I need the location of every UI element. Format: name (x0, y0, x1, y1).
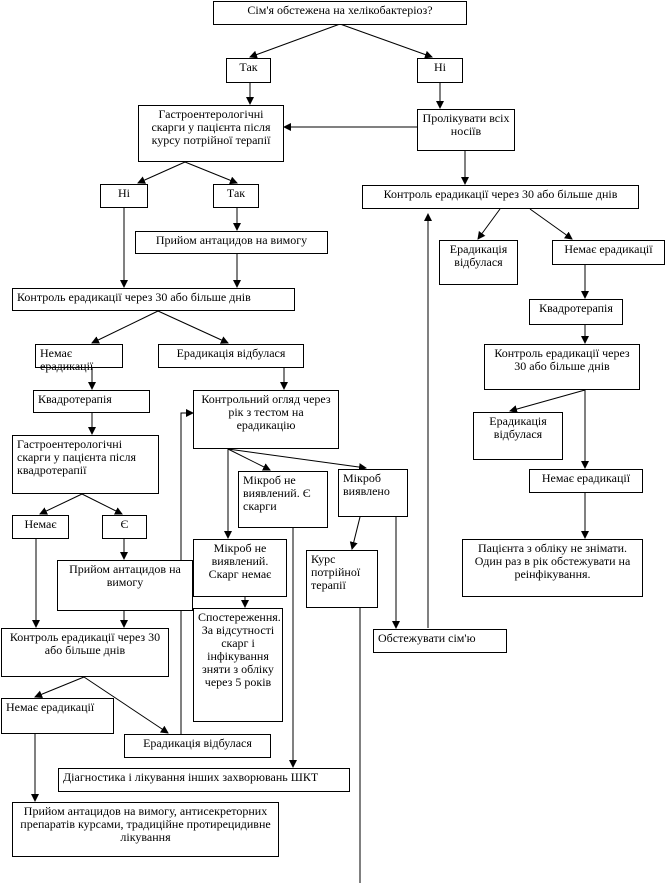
node-label: Немає ерадикації (40, 346, 94, 373)
node-triple-therapy-course: Курс потрійної терапії (306, 550, 378, 608)
node-no-eradication-left: Немає ерадикації (35, 344, 123, 373)
node-eradication-control-bottom-left: Контроль ерадикації через 30 або більше … (1, 628, 169, 677)
node-label: Прийом антацидов на вимогу, антисекретор… (20, 804, 271, 844)
node-label: Так (226, 186, 246, 200)
node-label: Квадротерапія (38, 392, 112, 406)
node-treat-all-carriers: Пролікувати всіх носіїв (417, 109, 515, 151)
node-label: Квадротерапія (539, 301, 613, 315)
node-label: Немає ерадикації (564, 242, 653, 256)
node-label: Ні (118, 186, 130, 200)
node-no-eradication-bottom-left: Немає ерадикації (1, 698, 114, 734)
node-label: Є (120, 517, 129, 531)
node-antacids-on-demand-2: Прийом антацидов на вимогу (57, 560, 193, 611)
node-quadrotherapy-left: Квадротерапія (33, 390, 150, 413)
node-yes-complaints: Так (213, 184, 259, 208)
node-label: Прийом антацидов на вимогу (69, 562, 181, 589)
node-label: Обстежувати сім'ю (378, 631, 476, 645)
node-label: Сім'я обстежена на хелікобактеріоз? (247, 3, 433, 17)
node-label: Курс потрійної терапії (311, 552, 361, 592)
node-eradication-control-left: Контроль ерадикації через 30 або більше … (12, 288, 295, 311)
node-label: Контроль ерадикації через 30 або більше … (494, 346, 630, 373)
node-label: Мікроб не виявлений. Скарг немає (208, 541, 272, 581)
node-label: Діагностика і лікування інших захворюван… (63, 770, 319, 784)
node-gastro-complaints-after-quadro: Гастроентерологічні скарги у пацієнта пі… (12, 435, 159, 494)
node-other-gi-diseases: Діагностика і лікування інших захворюван… (58, 768, 350, 792)
node-label: Ні (434, 60, 446, 74)
node-eradication-achieved-bottom: Ерадикація відбулася (124, 734, 271, 758)
node-label: Контроль ерадикації через 30 або більше … (17, 290, 251, 304)
node-antacids-on-demand-1: Прийом антацидов на вимогу (135, 231, 328, 254)
node-label: Пролікувати всіх носіїв (422, 111, 510, 138)
node-eradication-achieved-right-2: Ерадикація відбулася (473, 412, 563, 460)
node-label: Немає ерадикації (6, 700, 95, 714)
node-no-top: Ні (417, 58, 463, 83)
node-label: Мікроб не виявлений. Є скарги (243, 473, 311, 513)
node-label: Мікроб виявлено (343, 471, 390, 498)
node-eradication-achieved-right: Ерадикація відбулася (439, 240, 518, 285)
node-label: Ерадикація відбулася (143, 736, 252, 750)
node-microbe-found: Мікроб виявлено (338, 469, 408, 517)
node-label: Контрольний огляд через рік з тестом на … (201, 392, 331, 432)
node-eradication-control-right: Контроль ерадикації через 30 або більше … (362, 185, 639, 209)
node-quadrotherapy-right: Квадротерапія (529, 299, 623, 325)
node-label: Прийом антацидов на вимогу (155, 233, 308, 247)
node-observation-five-years: Спостереження. За відсутності скарг і ін… (193, 608, 283, 722)
node-gastro-complaints-after-triple: Гастроентерологічні скарги у пацієнта пі… (138, 105, 284, 162)
node-no-eradication-right: Немає ерадикації (552, 240, 665, 265)
node-label: Ерадикація відбулася (449, 242, 508, 269)
node-microbe-not-found-complaints: Мікроб не виявлений. Є скарги (238, 471, 328, 528)
node-no-complaints: Ні (100, 184, 148, 208)
node-yes-quadro-complaints: Є (102, 515, 147, 539)
node-label: Контроль ерадикації через 30 або більше … (9, 630, 161, 657)
node-no-quadro-complaints: Немає (12, 515, 69, 539)
node-no-eradication-right-2: Немає ерадикації (529, 469, 643, 493)
node-eradication-achieved-left: Ерадикація відбулася (158, 344, 304, 368)
node-label: Ерадикація відбулася (176, 346, 286, 360)
node-label: Гастроентерологічні скарги у пацієнта пі… (17, 437, 137, 477)
node-label: Ерадикація відбулася (489, 414, 547, 441)
node-label: Немає (24, 517, 57, 531)
node-family-examined-question: Сім'я обстежена на хелікобактеріоз? (213, 1, 467, 25)
node-antacids-antisecretory-maintenance: Прийом антацидов на вимогу, антисекретор… (12, 802, 279, 857)
node-keep-registered-annual-check: Пацієнта з обліку не знімати. Один раз в… (462, 539, 643, 597)
node-examine-family: Обстежувати сім'ю (373, 629, 507, 653)
node-label: Так (239, 60, 258, 74)
node-label: Пацієнта з обліку не знімати. Один раз в… (474, 541, 631, 581)
node-control-review-year: Контрольний огляд через рік з тестом на … (193, 390, 339, 449)
node-label: Немає ерадикації (541, 471, 631, 485)
node-label: Спостереження. За відсутності скарг і ін… (198, 610, 281, 689)
node-label: Контроль ерадикації через 30 або більше … (383, 187, 618, 201)
node-yes-top: Так (226, 58, 271, 83)
node-label: Гастроентерологічні скарги у пацієнта пі… (151, 107, 271, 147)
node-microbe-not-found-no-complaints: Мікроб не виявлений. Скарг немає (193, 539, 287, 597)
node-eradication-control-right-2: Контроль ерадикації через 30 або більше … (484, 344, 640, 390)
